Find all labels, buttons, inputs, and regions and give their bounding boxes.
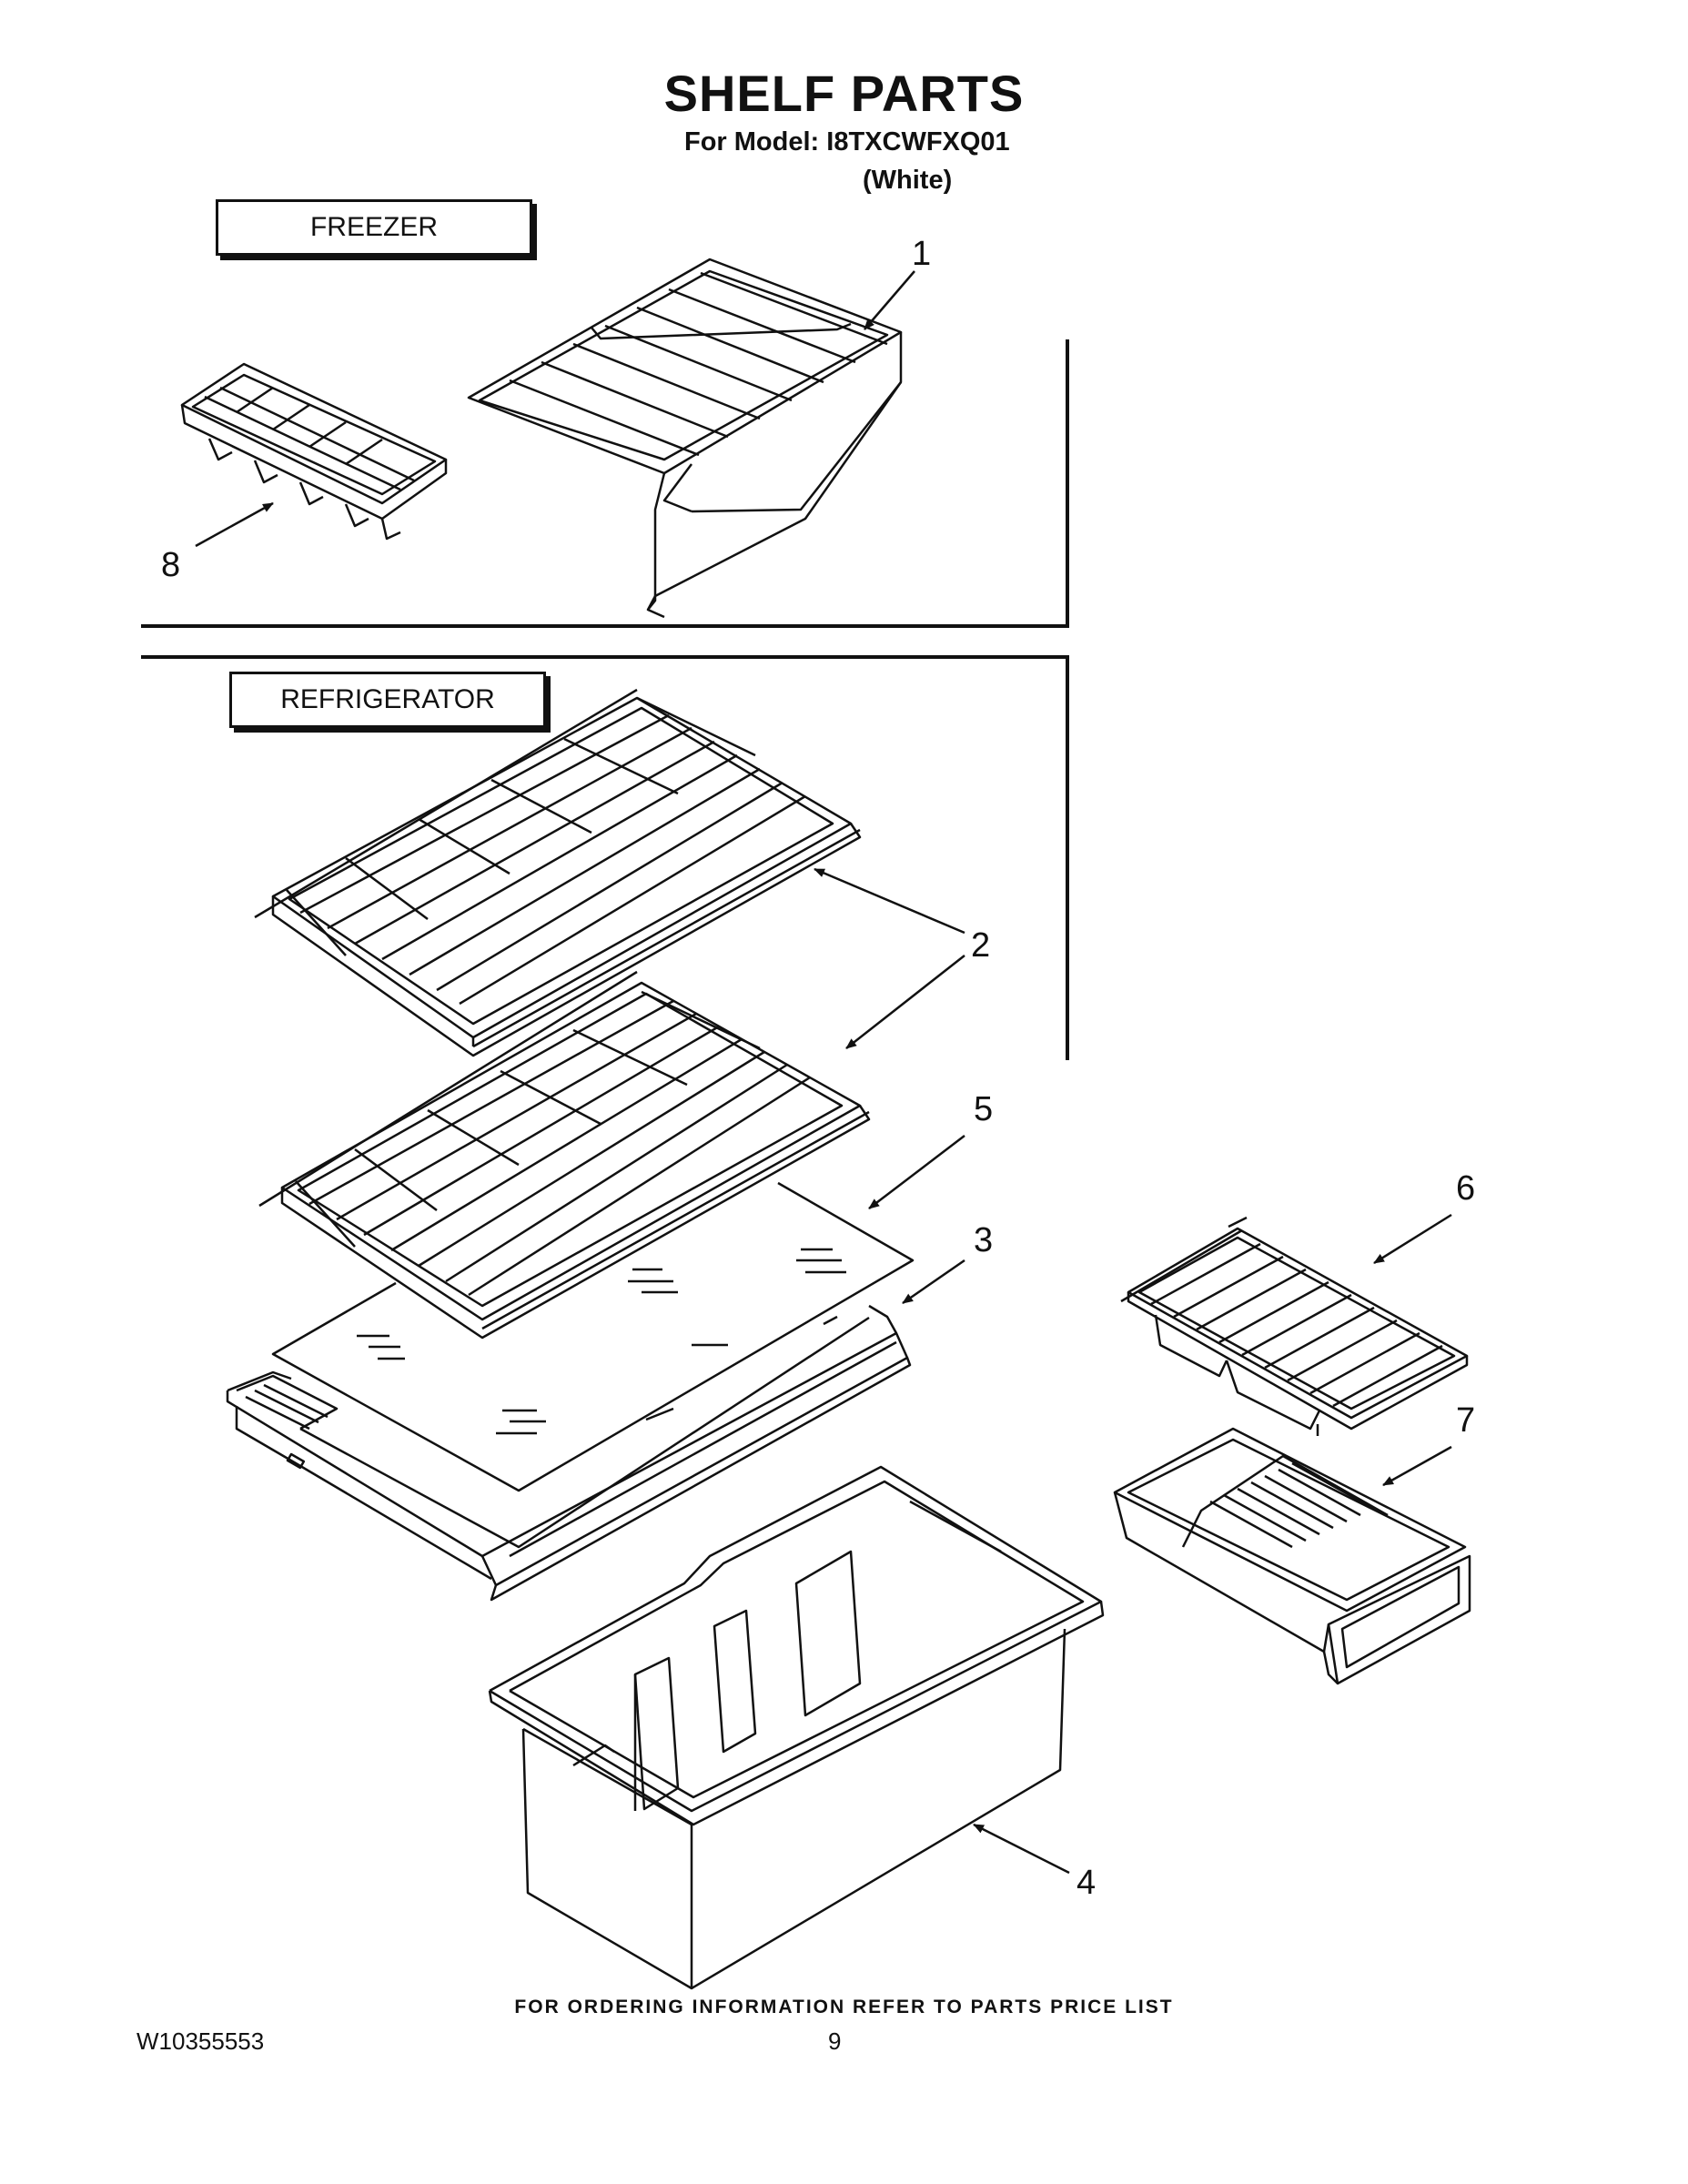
small-shelf-icon [1121, 1218, 1467, 1436]
callout-6: 6 [1456, 1169, 1476, 1208]
leader-6 [1373, 1215, 1451, 1263]
glass-insert-icon [273, 1183, 913, 1491]
ice-tray-icon [182, 364, 446, 539]
freezer-section-label: FREEZER [216, 199, 532, 256]
page-title: SHELF PARTS [663, 65, 1025, 122]
crisper-bin-icon [490, 1467, 1103, 1988]
refrigerator-wire-shelf-icon [259, 972, 869, 1338]
callout-2: 2 [971, 926, 991, 965]
ordering-note: FOR ORDERING INFORMATION REFER TO PARTS … [514, 1997, 1174, 2017]
callout-leaders [196, 271, 1451, 1873]
leader-4 [973, 1825, 1069, 1873]
meat-pan-icon [1115, 1429, 1470, 1684]
leader-7 [1382, 1447, 1451, 1485]
leader-3 [902, 1260, 965, 1303]
refrigerator-wire-shelf-icon [255, 690, 860, 1056]
refrigerator-section-label: REFRIGERATOR [229, 672, 546, 728]
page-number: 9 [828, 2027, 842, 2055]
leader-2b [845, 956, 965, 1048]
leader-2a [814, 869, 965, 933]
color-variant: (White) [863, 166, 953, 195]
callout-4: 4 [1076, 1864, 1097, 1902]
callout-7: 7 [1456, 1401, 1476, 1440]
section-dividers [141, 339, 1067, 1060]
freezer-wire-shelf-icon [469, 259, 901, 617]
leader-5 [868, 1136, 965, 1208]
callout-8: 8 [161, 546, 181, 584]
document-number: W10355553 [136, 2027, 265, 2055]
crisper-cover-frame-icon [227, 1306, 910, 1600]
callout-3: 3 [974, 1221, 994, 1259]
callout-5: 5 [974, 1090, 994, 1128]
leader-8 [196, 503, 274, 546]
model-number: For Model: I8TXCWFXQ01 [684, 127, 1010, 157]
callout-1: 1 [912, 235, 932, 273]
leader-1 [864, 271, 915, 329]
